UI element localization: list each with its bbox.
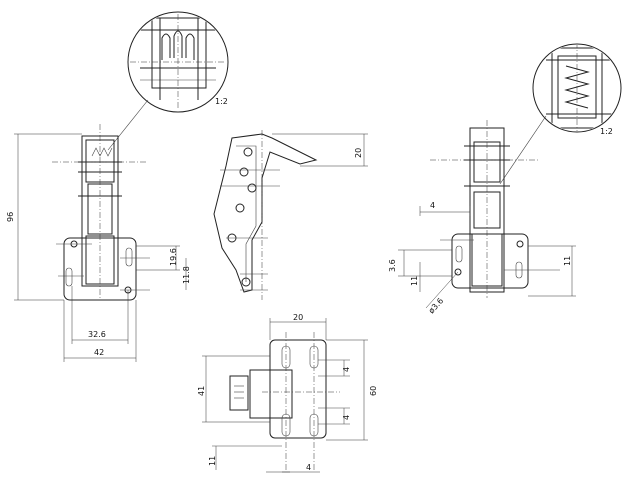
right-view: 4 3.6 11 ø3.6 11 bbox=[388, 120, 576, 315]
plate-view: 20 41 60 4 4 11 4 bbox=[197, 313, 378, 473]
dim-plate-total: 60 bbox=[369, 386, 378, 396]
dim-front-width-inner: 32.6 bbox=[88, 330, 106, 339]
dim-right-right: 11 bbox=[563, 256, 572, 266]
dim-plate-gap-top: 4 bbox=[342, 367, 351, 372]
dim-plate-bottom-width: 4 bbox=[306, 463, 311, 472]
dim-right-width: 4 bbox=[430, 201, 435, 210]
dim-right-hole-dia: ø3.6 bbox=[427, 296, 445, 315]
dim-plate-height: 41 bbox=[197, 386, 206, 396]
right-detail-view: 1:2 bbox=[499, 43, 622, 185]
dim-front-height: 96 bbox=[6, 212, 15, 222]
front-view: 96 19.6 11.8 32.6 42 bbox=[6, 124, 191, 362]
dim-front-hole-offset: 19.6 bbox=[169, 248, 178, 266]
dim-plate-bottom-left: 11 bbox=[208, 456, 217, 466]
dim-side-height: 20 bbox=[354, 148, 363, 158]
dim-right-lower: 11 bbox=[410, 276, 419, 286]
right-detail-scale: 1:2 bbox=[600, 127, 613, 136]
left-detail-scale: 1:2 bbox=[215, 97, 228, 106]
side-view: 20 bbox=[213, 130, 368, 300]
dim-right-offset: 3.6 bbox=[388, 259, 397, 272]
dim-plate-gap-bottom: 4 bbox=[342, 415, 351, 420]
dim-front-hole-lower: 11.8 bbox=[182, 266, 191, 284]
dim-plate-top-width: 20 bbox=[293, 313, 303, 322]
left-detail-view: 1:2 bbox=[107, 11, 229, 151]
dim-front-width-outer: 42 bbox=[94, 348, 104, 357]
